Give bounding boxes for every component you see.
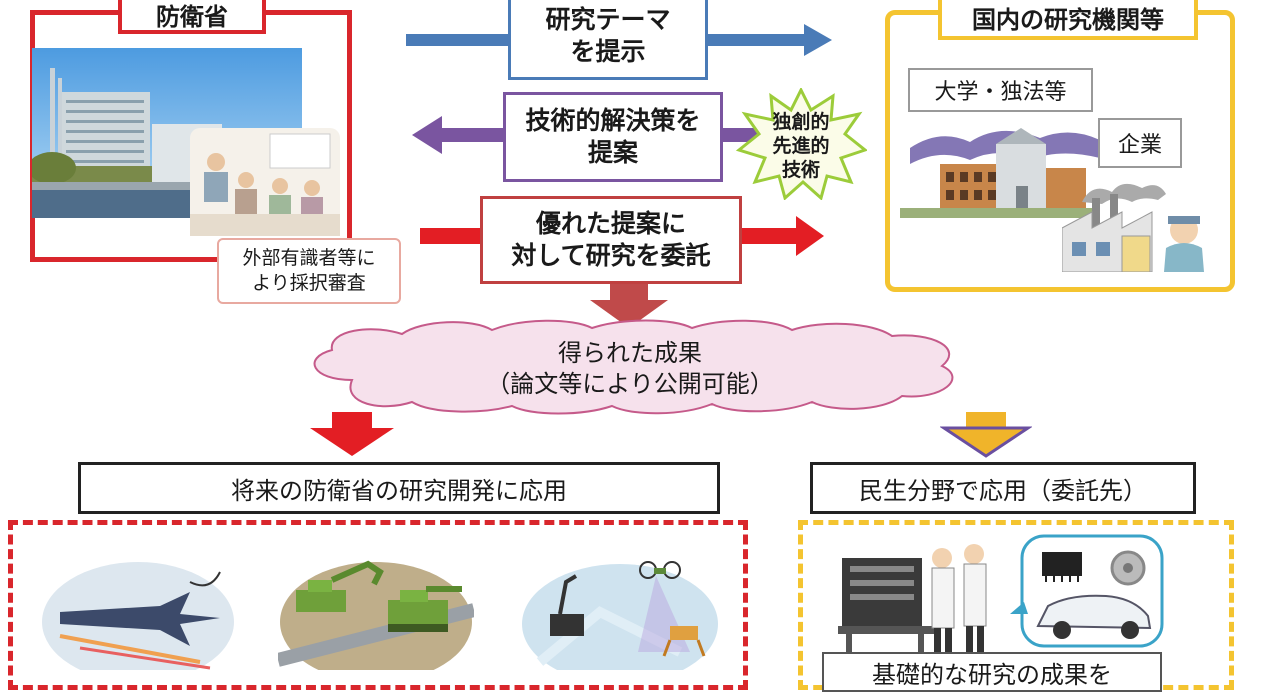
armored-vehicles-illustration <box>278 560 474 670</box>
commission-box: 優れた提案に 対して研究を委託 <box>480 196 742 284</box>
commission-line2: 対して研究を委託 <box>511 241 711 270</box>
starburst-icon <box>735 88 867 200</box>
commission-arrow-head <box>796 216 824 256</box>
university-illustration <box>900 128 1100 218</box>
review-note-line1: 外部有識者等に <box>242 247 376 270</box>
mod-title: 防衛省 <box>118 0 266 34</box>
solution-line2: 提案 <box>587 138 638 167</box>
reviewers-illustration <box>190 128 340 236</box>
institutions-title: 国内の研究機関等 <box>938 0 1198 40</box>
company-label: 企業 <box>1098 118 1182 168</box>
arrow-down-icon <box>940 412 1032 458</box>
burst-text: 独創的 先進的 技術 <box>755 104 847 190</box>
commission-line1: 優れた提案に <box>535 208 686 238</box>
review-note-line2: より採択審査 <box>252 272 366 294</box>
civil-application-label: 民生分野で応用（委託先） <box>810 462 1196 514</box>
arrow-down-icon <box>590 284 668 328</box>
theme-arrow-head <box>804 24 832 56</box>
factory-illustration <box>1062 183 1204 272</box>
solution-line1: 技術的解決策を <box>525 105 701 135</box>
robots-illustration <box>522 561 718 670</box>
arrow-down-icon <box>310 412 394 456</box>
burst-line2: 先進的 <box>772 135 830 158</box>
theme-line2: を提示 <box>570 37 646 66</box>
products-bubble-illustration <box>1010 534 1164 648</box>
technical-solution-box: 技術的解決策を 提案 <box>503 92 723 182</box>
theme-line1: 研究テーマ <box>545 4 671 34</box>
researchers-illustration <box>838 544 987 662</box>
mod-building-photo <box>32 48 302 218</box>
burst-line1: 独創的 <box>772 111 830 134</box>
burst-line3: 技術 <box>781 158 820 181</box>
civil-caption: 基礎的な研究の成果を <box>822 652 1162 692</box>
review-note: 外部有識者等に より採択審査 <box>217 238 401 304</box>
defense-application-label: 将来の防衛省の研究開発に応用 <box>78 462 720 514</box>
cloud-shape <box>313 319 954 415</box>
results-text: 得られた成果 （論文等により公開可能） <box>430 338 830 404</box>
solution-arrow-head <box>412 116 442 154</box>
research-theme-box: 研究テーマ を提示 <box>508 0 708 80</box>
results-line2: （論文等により公開可能） <box>486 370 774 399</box>
university-label: 大学・独法等 <box>908 68 1093 112</box>
fighter-jet-illustration <box>42 562 234 670</box>
results-line1: 得られた成果 <box>558 339 702 367</box>
